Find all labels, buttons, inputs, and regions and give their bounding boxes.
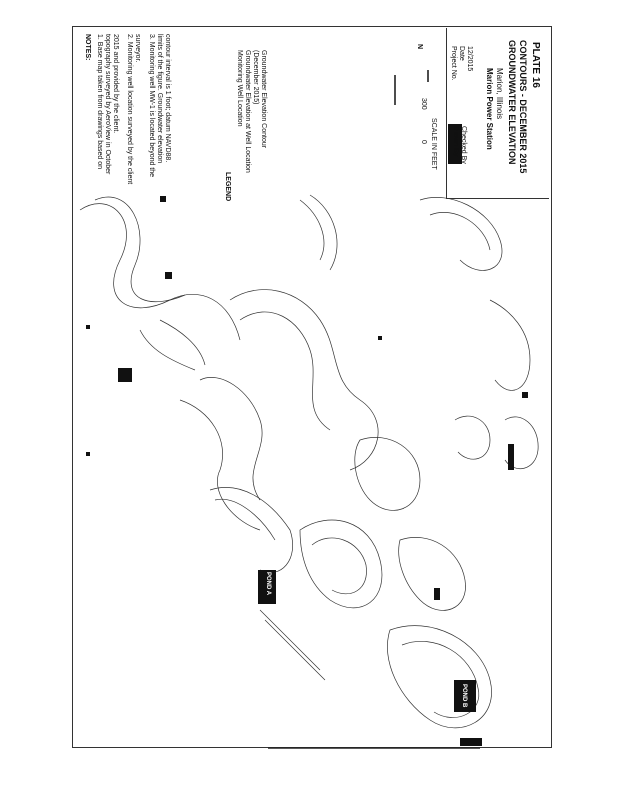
scale-label: SCALE IN FEET bbox=[430, 118, 437, 170]
date-value: 12/2015 bbox=[466, 46, 473, 72]
north-arrow-icon: N bbox=[416, 44, 423, 50]
map-label: POND B bbox=[461, 684, 467, 708]
scale-start: 0 bbox=[420, 140, 427, 144]
site-location: Marion, Illinois bbox=[495, 68, 504, 120]
checked-by: Checked By bbox=[460, 126, 467, 164]
scale-end: 300 bbox=[420, 98, 427, 110]
legend-item: Groundwater Elevation Contour bbox=[260, 50, 267, 149]
note-line: 2015 and provided by the client. bbox=[112, 34, 119, 134]
plate-title-line2: CONTOURS - DECEMBER 2015 bbox=[518, 40, 528, 174]
map-label: POND A bbox=[265, 572, 271, 596]
note-line: contour interval is 1 foot; datum NAVD88… bbox=[164, 34, 171, 163]
logo-block bbox=[448, 124, 462, 164]
notes-heading: NOTES: bbox=[84, 34, 91, 61]
plate-title-line1: GROUNDWATER ELEVATION bbox=[507, 40, 517, 165]
note-line: surveyor. bbox=[134, 34, 141, 63]
plate-number: PLATE 16 bbox=[530, 42, 541, 88]
legend-heading: LEGEND bbox=[224, 172, 231, 202]
map-sheet bbox=[72, 26, 552, 748]
title-block bbox=[446, 28, 549, 199]
site-name: Marion Power Station bbox=[485, 68, 494, 150]
